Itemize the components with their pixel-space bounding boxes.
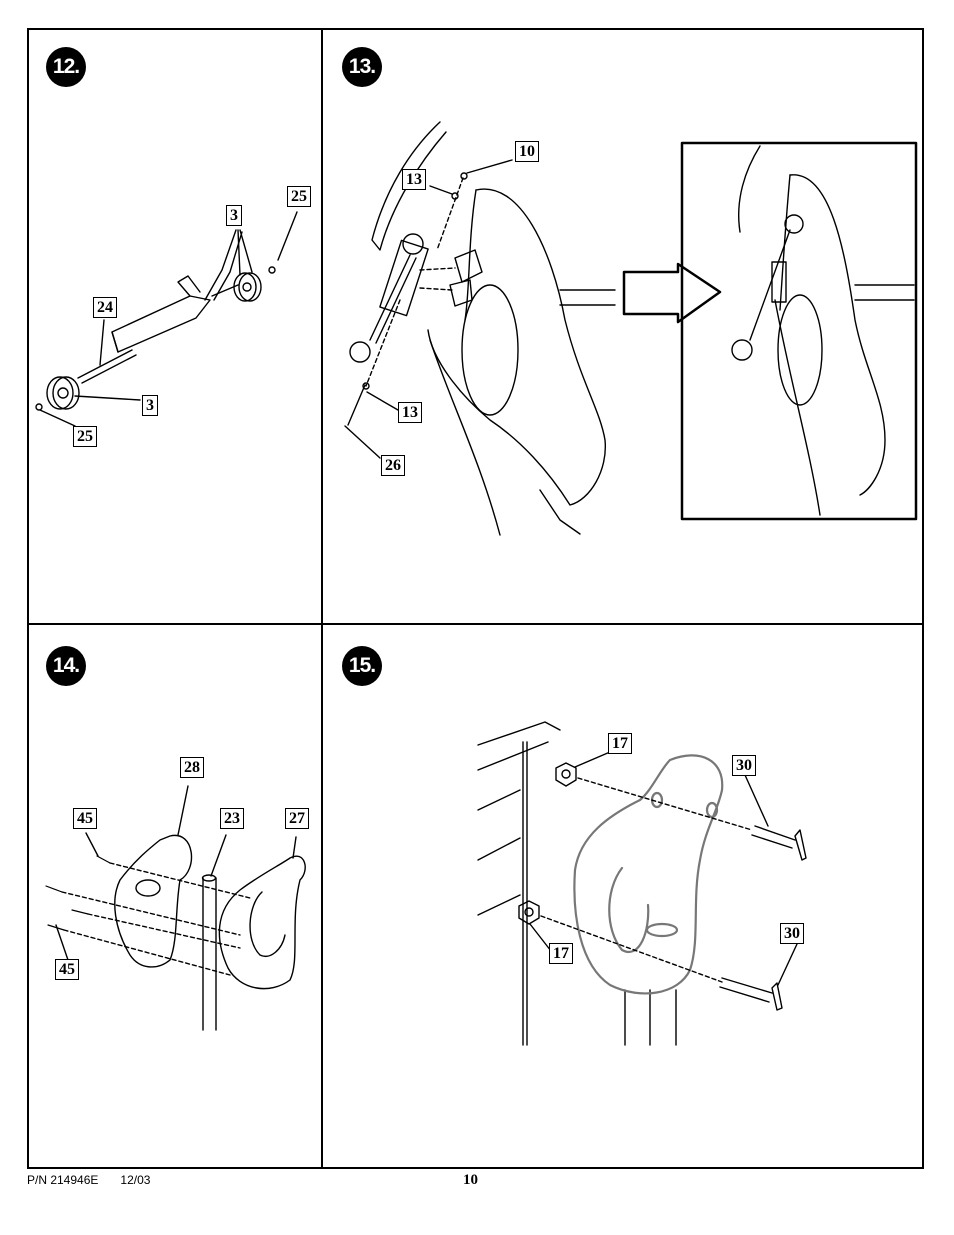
footer-info: P/N 214946E 12/03 <box>27 1173 172 1187</box>
callout-part: 13 <box>402 169 426 190</box>
callout-part: 24 <box>93 297 117 318</box>
step13-inset-frame <box>680 141 918 521</box>
callout-part: 27 <box>285 808 309 829</box>
callout-part: 45 <box>55 959 79 980</box>
callout-part: 3 <box>142 395 158 416</box>
step14-drawing <box>55 785 306 1031</box>
step15-hardware <box>518 751 807 1011</box>
callout-part: 25 <box>287 186 311 207</box>
step15-drawing <box>477 721 677 1046</box>
callout-part: 23 <box>220 808 244 829</box>
step15-dashed-guides <box>540 777 753 983</box>
callout-part: 17 <box>549 943 573 964</box>
callout-part: 3 <box>226 205 242 226</box>
step-badge-14: 14. <box>46 646 86 686</box>
callout-part: 10 <box>515 141 539 162</box>
callout-part: 13 <box>398 402 422 423</box>
step-badge-12: 12. <box>46 47 86 87</box>
part-number: P/N 214946E <box>27 1173 99 1187</box>
callout-part: 17 <box>608 733 632 754</box>
step13-dashed-guides <box>365 177 464 387</box>
step14-screws <box>45 855 111 931</box>
step-badge-15: 15. <box>342 646 382 686</box>
step12-drawing <box>35 211 298 427</box>
panel-divider-vertical <box>321 28 323 1169</box>
revision-date: 12/03 <box>120 1173 151 1187</box>
right-arrow-icon <box>622 262 722 324</box>
step14-dashed-guides <box>61 862 251 976</box>
callout-part: 28 <box>180 757 204 778</box>
page-frame <box>27 28 924 1169</box>
step-badge-13: 13. <box>342 47 382 87</box>
callout-part: 25 <box>73 426 97 447</box>
step15-seat <box>573 754 724 995</box>
step13-drawing <box>344 121 616 536</box>
page-number: 10 <box>463 1172 478 1188</box>
callout-part: 30 <box>780 923 804 944</box>
callout-part: 30 <box>732 755 756 776</box>
callout-part: 45 <box>73 808 97 829</box>
step13-inset-drawing <box>731 145 915 516</box>
callout-part: 26 <box>381 455 405 476</box>
panel-divider-horizontal <box>27 623 924 625</box>
